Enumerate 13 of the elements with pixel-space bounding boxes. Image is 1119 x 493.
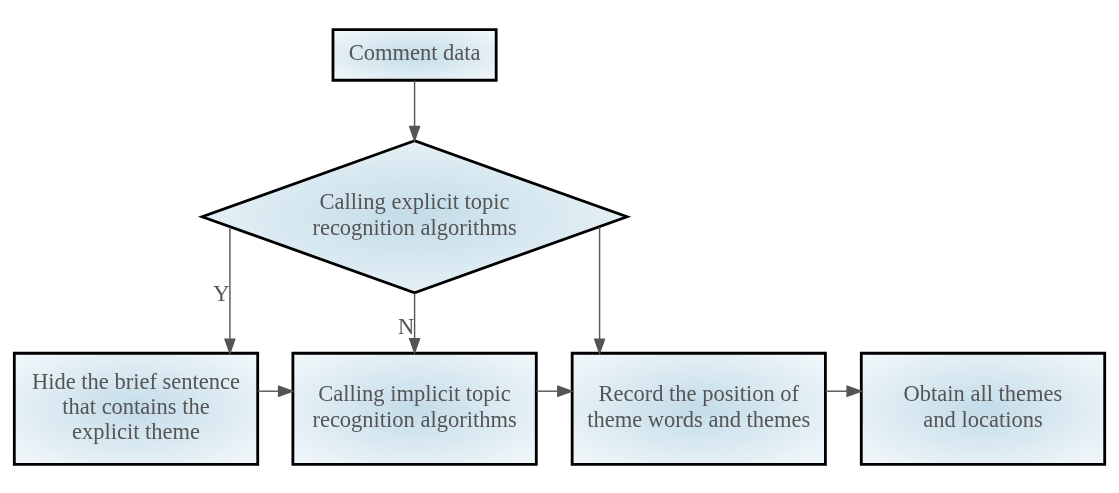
arrow (593, 225, 606, 355)
arrow (408, 292, 421, 355)
node-box: Calling implicit topic recognition algorithms (291, 351, 538, 466)
arrow (408, 79, 421, 143)
node-box: Record the position of theme words and themes (570, 351, 827, 466)
node-box: Hide the brief sentence that contains the explicit theme (12, 351, 260, 466)
arrow (224, 225, 236, 355)
node-box: Obtain all themes and locations (859, 351, 1107, 466)
node-box: Comment data (331, 27, 498, 82)
arrow (535, 384, 574, 397)
arrow (257, 384, 295, 397)
arrow (824, 384, 864, 397)
edge-label: N (398, 313, 415, 339)
